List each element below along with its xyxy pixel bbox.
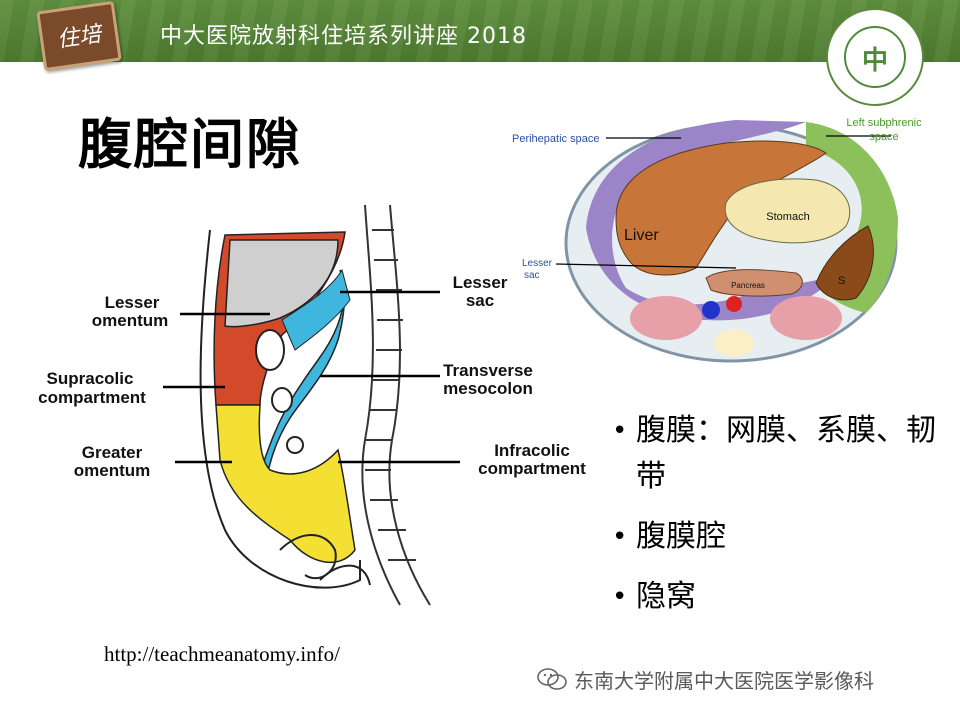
label-infracolic-1: Infracolic xyxy=(494,441,570,460)
svg-text:compartment: compartment xyxy=(38,388,146,407)
logo-ring: 中 xyxy=(844,26,906,88)
right-kidney xyxy=(770,296,842,340)
badge-text: 住培 xyxy=(41,14,117,56)
label-lesser-omentum-1: Lesser xyxy=(105,293,160,312)
svg-text:S: S xyxy=(838,275,845,287)
svg-text:sac: sac xyxy=(524,270,540,281)
label-lesser-sac-2: sac xyxy=(466,291,494,310)
ivc xyxy=(702,301,720,319)
label-lesser-sac-2: sac xyxy=(524,270,540,281)
vertebra xyxy=(714,329,754,357)
label-spleen: S xyxy=(838,275,845,287)
label-lesser-omentum-2: omentum xyxy=(92,311,169,330)
svg-text:space: space xyxy=(869,131,898,143)
left-kidney xyxy=(630,296,702,340)
svg-text:Perihepatic space: Perihepatic space xyxy=(512,133,599,145)
svg-text:compartment: compartment xyxy=(478,459,586,478)
chalkboard-badge: 住培 xyxy=(36,1,122,71)
svg-text:mesocolon: mesocolon xyxy=(443,379,533,398)
label-perihepatic-space: Perihepatic space xyxy=(512,133,599,145)
wechat-icon xyxy=(536,666,568,692)
label-greater-omentum-2: omentum xyxy=(74,461,151,480)
svg-text:omentum: omentum xyxy=(74,461,151,480)
label-infracolic-2: compartment xyxy=(478,459,586,478)
bullet-item-peritoneum: 腹膜：网膜、系膜、韧带 xyxy=(612,408,942,500)
spine xyxy=(362,205,430,605)
svg-text:Lesser: Lesser xyxy=(453,273,508,292)
svg-text:Lesser: Lesser xyxy=(522,258,553,269)
svg-text:Lesser: Lesser xyxy=(105,293,160,312)
label-greater-omentum-1: Greater xyxy=(82,443,143,462)
svg-text:Greater: Greater xyxy=(82,443,143,462)
hospital-logo: 中 xyxy=(826,8,924,106)
svg-text:Pancreas: Pancreas xyxy=(731,281,765,290)
label-left-subphrenic-2: space xyxy=(869,131,898,143)
svg-text:Supracolic: Supracolic xyxy=(47,369,134,388)
bullet-item-recesses: 隐窝 xyxy=(612,574,942,620)
bullet-list: 腹膜：网膜、系膜、韧带 腹膜腔 隐窝 xyxy=(612,408,942,634)
label-lesser-sac-1: Lesser xyxy=(522,258,553,269)
svg-text:Liver: Liver xyxy=(624,227,659,244)
label-lesser-sac-1: Lesser xyxy=(453,273,508,292)
header-title: 中大医院放射科住培系列讲座 2018 xyxy=(160,18,527,50)
infracolic-region xyxy=(216,405,355,562)
aorta xyxy=(726,296,742,312)
source-url[interactable]: http://teachmeanatomy.info/ xyxy=(104,642,340,667)
label-supracolic-2: compartment xyxy=(38,388,146,407)
page-title: 腹腔间隙 xyxy=(78,100,302,179)
svg-text:Infracolic: Infracolic xyxy=(494,441,570,460)
label-pancreas: Pancreas xyxy=(731,281,765,290)
label-liver: Liver xyxy=(624,227,659,244)
svg-text:Stomach: Stomach xyxy=(766,211,809,223)
footer-text: 东南大学附属中大医院医学影像科 xyxy=(574,665,874,694)
label-stomach: Stomach xyxy=(766,211,809,223)
svg-text:omentum: omentum xyxy=(92,311,169,330)
label-left-subphrenic-1: Left subphrenic xyxy=(846,117,922,129)
svg-text:sac: sac xyxy=(466,291,494,310)
svg-text:Left subphrenic: Left subphrenic xyxy=(846,117,922,129)
footer-watermark: 东南大学附属中大医院医学影像科 xyxy=(536,664,874,694)
bullet-item-peritoneal-cavity: 腹膜腔 xyxy=(612,514,942,560)
axial-peritoneal-spaces-diagram: Perihepatic space Left subphrenic space … xyxy=(506,108,956,368)
logo-glyph: 中 xyxy=(846,40,904,77)
label-transverse-mesocolon-2: mesocolon xyxy=(443,379,533,398)
label-supracolic-1: Supracolic xyxy=(47,369,134,388)
